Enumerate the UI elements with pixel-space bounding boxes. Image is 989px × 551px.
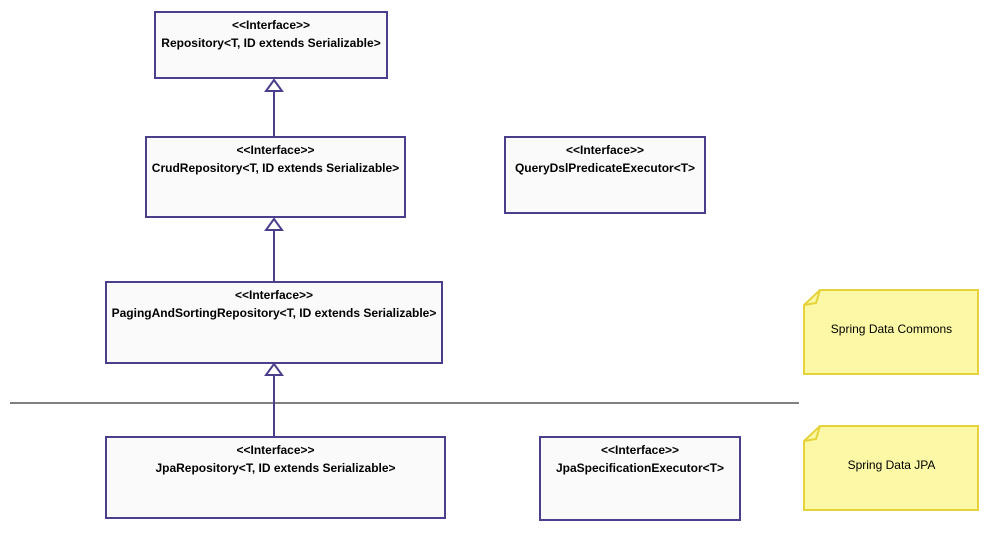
interface-name: QueryDslPredicateExecutor<T> (514, 161, 696, 175)
interface-jpa-specification-executor[interactable]: <<Interface>> JpaSpecificationExecutor<T… (539, 436, 741, 521)
interface-paging-and-sorting-repository[interactable]: <<Interface>> PagingAndSortingRepository… (105, 281, 443, 364)
interface-crud-repository[interactable]: <<Interface>> CrudRepository<T, ID exten… (145, 136, 406, 218)
note-jpa-fold (803, 425, 821, 442)
stereotype-label: <<Interface>> (234, 288, 314, 302)
interface-querydsl-predicate-executor[interactable]: <<Interface>> QueryDslPredicateExecutor<… (504, 136, 706, 214)
interface-name: JpaSpecificationExecutor<T> (555, 461, 725, 475)
interface-name: Repository<T, ID extends Serializable> (161, 36, 381, 50)
inheritance-arrowhead (264, 217, 284, 231)
interface-name: PagingAndSortingRepository<T, ID extends… (111, 306, 437, 320)
stereotype-label: <<Interface>> (231, 18, 311, 32)
interface-name: CrudRepository<T, ID extends Serializabl… (151, 161, 400, 175)
note-jpa-shape (803, 425, 979, 511)
stereotype-label: <<Interface>> (236, 443, 315, 457)
interface-repository[interactable]: <<Interface>> Repository<T, ID extends S… (154, 11, 388, 79)
stereotype-label: <<Interface>> (565, 143, 645, 157)
note-spring-data-jpa: Spring Data JPA (847, 458, 936, 472)
inheritance-arrowhead (264, 362, 284, 376)
note-spring-data-commons: Spring Data Commons (830, 322, 953, 336)
stereotype-label: <<Interface>> (236, 143, 315, 157)
note-commons-shape (803, 289, 979, 375)
note-commons-fold (803, 289, 821, 306)
interface-name: JpaRepository<T, ID extends Serializable… (155, 461, 396, 475)
stereotype-label: <<Interface>> (600, 443, 680, 457)
interface-jpa-repository[interactable]: <<Interface>> JpaRepository<T, ID extend… (105, 436, 446, 519)
inheritance-arrowhead (264, 78, 284, 92)
